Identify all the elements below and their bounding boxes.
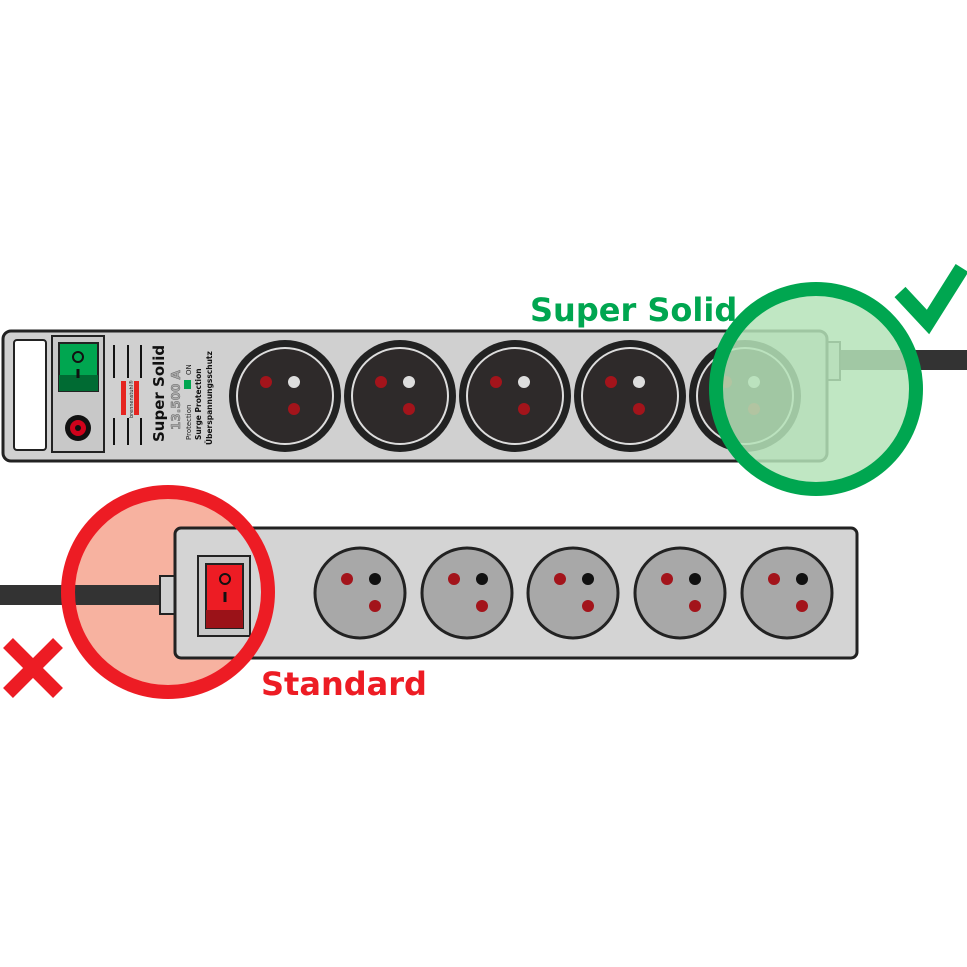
socket[interactable]: [459, 340, 571, 452]
cross-icon: [3, 638, 63, 698]
on-indicator: [184, 380, 191, 389]
checkmark-icon: [894, 264, 967, 335]
super-solid-highlight-circle: [709, 282, 923, 496]
protection-text: Protection: [185, 405, 193, 440]
power-switch-green[interactable]: [58, 342, 99, 392]
standard-power-strip: [159, 526, 859, 660]
current-rating: 13.500 A: [169, 370, 183, 430]
super-solid-label: Super Solid: [530, 291, 737, 329]
standard-circle-ring: [61, 485, 275, 699]
socket[interactable]: [633, 546, 727, 640]
socket[interactable]: [420, 546, 514, 640]
socket[interactable]: [229, 340, 341, 452]
socket[interactable]: [574, 340, 686, 452]
socket[interactable]: [313, 546, 407, 640]
standard-label: Standard: [261, 665, 427, 703]
power-switch-red[interactable]: [197, 555, 251, 637]
socket[interactable]: [344, 340, 456, 452]
on-text: ON: [185, 364, 193, 375]
super-solid-power-strip: brennenstuhl® Super Solid 13.500 A Prote…: [1, 329, 967, 463]
german-text: Überspannungsschutz: [205, 351, 214, 445]
label-slot: [13, 339, 47, 451]
reset-button[interactable]: [65, 415, 91, 441]
strip-label-area: brennenstuhl® Super Solid 13.500 A Prote…: [113, 345, 214, 445]
surge-text: Surge Protection: [194, 368, 203, 440]
socket[interactable]: [740, 546, 834, 640]
brand-logo: brennenstuhl®: [128, 380, 135, 418]
socket[interactable]: [526, 546, 620, 640]
product-name: Super Solid: [150, 345, 168, 442]
